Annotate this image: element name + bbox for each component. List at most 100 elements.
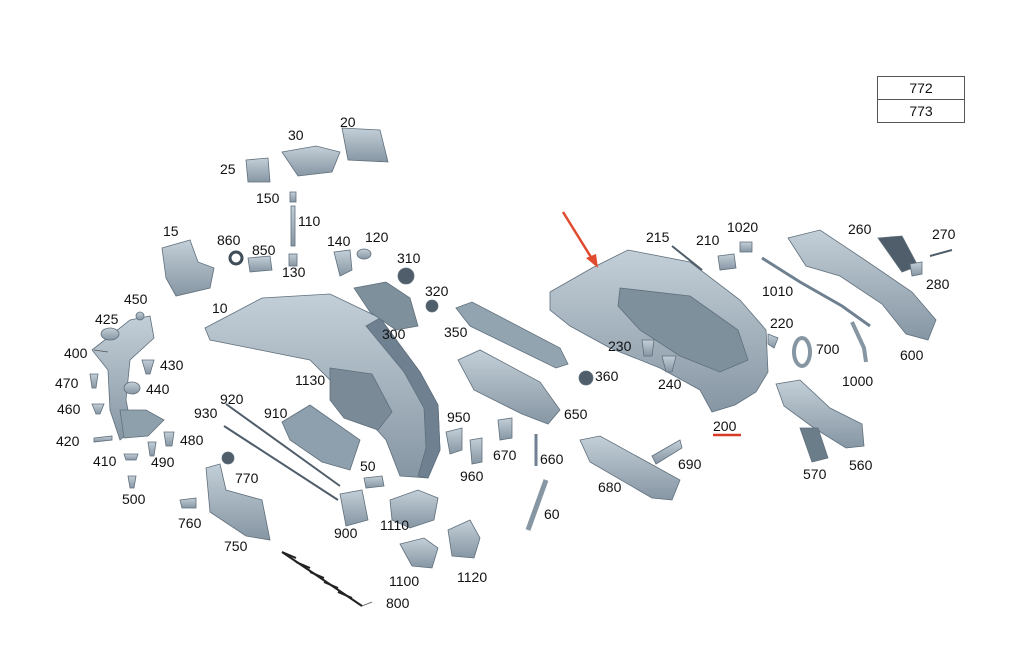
clip-part-1020[interactable] (739, 241, 753, 253)
label-220: 220 (770, 315, 794, 331)
panel-part-750[interactable] (205, 463, 271, 541)
label-1110: 1110 (380, 517, 409, 533)
clip-part-280[interactable] (909, 261, 923, 277)
clip-part-670[interactable] (497, 417, 513, 441)
clip-part-210[interactable] (717, 253, 737, 271)
housing-part-1120[interactable] (447, 519, 481, 559)
ring-part-700[interactable] (792, 336, 812, 368)
mount-part-140[interactable] (333, 249, 353, 277)
label-420: 420 (56, 433, 80, 449)
cap-part-440[interactable] (123, 381, 141, 395)
sensor-part-150[interactable] (289, 191, 297, 203)
clip-part-490[interactable] (147, 441, 157, 457)
bracket-part-950[interactable] (445, 427, 463, 455)
label-600: 600 (900, 347, 924, 363)
clip-part-480[interactable] (163, 431, 175, 447)
label-230: 230 (608, 338, 632, 354)
label-210: 210 (696, 232, 720, 248)
label-1000: 1000 (842, 373, 873, 389)
grommet-part-860[interactable] (228, 250, 244, 266)
clip-part-500[interactable] (127, 475, 137, 489)
housing-part-1100[interactable] (399, 537, 439, 569)
clip-part-220[interactable] (767, 333, 779, 349)
bracket-part-300[interactable] (353, 281, 419, 331)
bolt-part-130[interactable] (288, 253, 298, 267)
grille-panel-part-1130[interactable] (329, 367, 393, 431)
shield-part-15[interactable] (161, 239, 215, 297)
label-850: 850 (252, 242, 276, 258)
trim-part-600[interactable] (787, 229, 937, 341)
beam-part-650[interactable] (457, 349, 561, 425)
clip-part-460[interactable] (91, 403, 105, 415)
clip-part-50[interactable] (363, 475, 385, 489)
label-460: 460 (57, 401, 81, 417)
block-part-960[interactable] (469, 437, 483, 465)
label-320: 320 (425, 283, 449, 299)
strip-part-1000[interactable] (850, 321, 868, 363)
reflector-part-570[interactable] (799, 427, 829, 463)
label-60: 60 (544, 506, 560, 522)
label-910: 910 (264, 405, 288, 421)
label-480: 480 (180, 432, 204, 448)
label-1010: 1010 (762, 283, 793, 299)
rod-part-920[interactable] (225, 403, 341, 487)
strip-part-1010[interactable] (761, 256, 871, 328)
rod-part-930[interactable] (223, 425, 339, 501)
clip-part-230[interactable] (641, 339, 655, 357)
part-labels: 20 30 25 150 110 140 120 860 850 130 15 … (55, 114, 956, 611)
beam-part-350[interactable] (455, 301, 569, 369)
label-25: 25 (220, 161, 236, 177)
rod-part-110[interactable] (290, 205, 296, 247)
reference-table: 772 773 (877, 76, 965, 123)
label-1020: 1020 (727, 219, 758, 235)
clip-part-450[interactable] (135, 311, 145, 321)
label-240: 240 (658, 376, 682, 392)
nut-part-320[interactable] (425, 299, 439, 313)
bumper-inner-edge (365, 317, 441, 479)
label-1100: 1100 (389, 573, 419, 589)
label-920: 920 (220, 391, 244, 407)
label-560: 560 (849, 457, 873, 473)
label-310: 310 (397, 250, 421, 266)
strip-part-60[interactable] (525, 479, 549, 531)
label-15: 15 (163, 223, 179, 239)
strut-part-800[interactable] (281, 551, 363, 607)
clip-part-425[interactable] (100, 327, 120, 341)
label-860: 860 (217, 232, 241, 248)
clip-part-470[interactable] (89, 373, 99, 389)
label-300: 300 (382, 326, 406, 342)
label-425: 425 (95, 311, 119, 327)
label-690: 690 (678, 456, 702, 472)
nut-part-310[interactable] (397, 267, 415, 285)
cover-part-20[interactable] (341, 127, 389, 163)
label-670: 670 (493, 447, 517, 463)
panel-part-680[interactable] (579, 435, 681, 501)
clip-part-120[interactable] (356, 248, 372, 260)
label-30: 30 (288, 127, 304, 143)
cap-part-770[interactable] (221, 451, 235, 465)
housing-part-1110[interactable] (389, 489, 439, 529)
label-50: 50 (360, 458, 376, 474)
clip-part-410[interactable] (123, 453, 139, 461)
cover-part-30[interactable] (281, 145, 341, 177)
bracket-part-400-lower (119, 409, 165, 439)
pin-part-270[interactable] (929, 249, 953, 257)
reflector-part-560[interactable] (775, 379, 865, 449)
holder-part-850[interactable] (247, 255, 273, 273)
nut-part-360[interactable] (578, 370, 594, 386)
label-110: 110 (298, 213, 321, 229)
bracket-part-690[interactable] (651, 439, 683, 465)
screw-part-420[interactable] (93, 435, 113, 443)
clip-part-240[interactable] (661, 355, 677, 373)
clip-part-760[interactable] (179, 497, 197, 509)
label-130: 130 (282, 264, 306, 280)
clip-part-430[interactable] (141, 359, 155, 375)
cap-part-25[interactable] (245, 157, 271, 183)
pin-part-215[interactable] (671, 245, 703, 271)
label-140: 140 (327, 233, 351, 249)
bracket-part-900[interactable] (339, 489, 369, 527)
label-800: 800 (386, 595, 410, 611)
frame-part-910[interactable] (281, 404, 361, 471)
highlight-arrow (561, 211, 598, 268)
